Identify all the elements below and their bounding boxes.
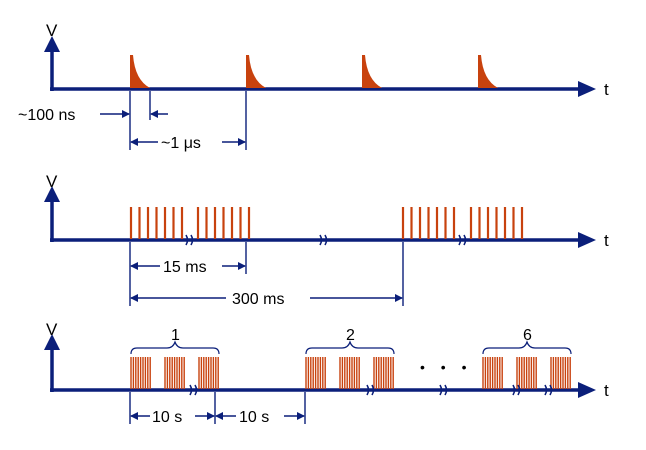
row3-group-label-1: 1 xyxy=(171,327,180,344)
row3-burst-block xyxy=(130,357,151,389)
row3-break-2 xyxy=(366,384,375,396)
row1-t-arrowhead xyxy=(578,81,596,97)
row2-v-label: V xyxy=(46,172,58,191)
row2-break-2 xyxy=(319,234,328,246)
row2-burst xyxy=(196,207,251,239)
row2-t-label: t xyxy=(604,231,609,250)
row1-pulse-4 xyxy=(478,55,498,88)
row3-t-arrowhead xyxy=(578,382,596,398)
row3-burst-block xyxy=(373,357,394,389)
row1-pulses xyxy=(130,55,498,88)
row3-burst-block xyxy=(198,357,219,389)
row2-burst xyxy=(469,207,524,239)
row3-burst-group xyxy=(130,357,219,389)
row3-dim-on-label: 10 s xyxy=(152,409,182,426)
row1-v-arrowhead xyxy=(44,36,60,52)
row1-v-label: V xyxy=(46,21,58,40)
row3-axes: V t xyxy=(44,320,609,400)
row3-brace-1 xyxy=(130,340,220,355)
row3-breaks xyxy=(189,384,553,396)
row2-bursts xyxy=(129,207,524,239)
row3-burst-group xyxy=(482,357,571,389)
row3-break-1 xyxy=(189,384,198,396)
row3-brace-2 xyxy=(305,340,395,355)
row3-braces: 1 2 6 xyxy=(130,327,572,355)
row3-v-arrowhead xyxy=(44,334,60,350)
row2-burst xyxy=(401,207,456,239)
row3-group-label-2: 2 xyxy=(346,327,355,344)
row2-dimensions: 15 ms 300 ms xyxy=(129,242,404,308)
row2-t-arrowhead xyxy=(578,232,596,248)
row2-dim-300ms-label: 300 ms xyxy=(232,291,284,308)
row2-break-3 xyxy=(458,234,467,246)
row2-burst xyxy=(129,207,184,239)
row3-break-4 xyxy=(512,384,521,396)
row3-burst-block xyxy=(305,357,326,389)
row2-dim-15ms-label: 15 ms xyxy=(163,259,207,276)
row2-breaks xyxy=(185,234,467,246)
row3-v-label: V xyxy=(46,320,58,339)
row3-burst-groups xyxy=(130,357,571,389)
row3-group-label-6: 6 xyxy=(523,327,532,344)
row1-dimensions: ~100 ns ~1 μs xyxy=(18,91,247,152)
row1-dim-1us-label: ~1 μs xyxy=(161,135,201,152)
row3-break-5 xyxy=(544,384,553,396)
row3-burst-block xyxy=(164,357,185,389)
row3-ellipsis: • • • xyxy=(420,359,472,375)
row3-burst-block xyxy=(550,357,571,389)
row3-burst-block xyxy=(339,357,360,389)
row3-dimensions: 10 s 10 s xyxy=(129,392,306,426)
row3-burst-block xyxy=(516,357,537,389)
row1-dim-100ns-label: ~100 ns xyxy=(18,107,75,124)
row1-axes: V t xyxy=(44,21,609,99)
row3-t-label: t xyxy=(604,381,609,400)
row3-burst-group xyxy=(305,357,394,389)
row1-t-label: t xyxy=(604,80,609,99)
row3-burst-block xyxy=(482,357,503,389)
row2-axes: V t xyxy=(44,172,609,250)
row3-ellipsis-group: • • • xyxy=(420,359,472,375)
row3-break-3 xyxy=(439,384,448,396)
row1-pulse-1 xyxy=(130,55,150,88)
row3-dim-off-label: 10 s xyxy=(239,409,269,426)
row2-break-1 xyxy=(185,234,194,246)
row1-pulse-2 xyxy=(246,55,266,88)
row2-v-arrowhead xyxy=(44,186,60,202)
row3-brace-6 xyxy=(482,340,572,355)
row1-pulse-3 xyxy=(362,55,382,88)
